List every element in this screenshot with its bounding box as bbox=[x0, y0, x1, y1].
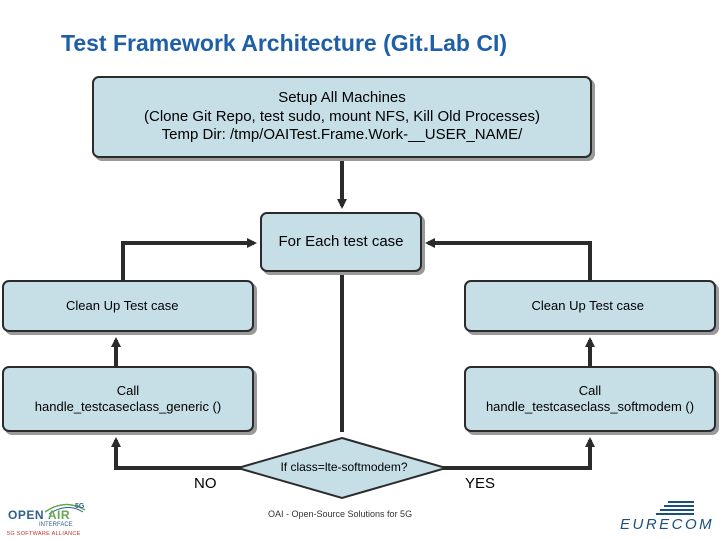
arrow-clean-left-to-foreach bbox=[121, 238, 257, 280]
call-softmodem-line-2: handle_testcaseclass_softmodem () bbox=[485, 399, 695, 414]
yes-branch-label: YES bbox=[465, 475, 496, 492]
decision-label: If class=lte-softmodem? bbox=[280, 460, 408, 474]
no-branch-label: NO bbox=[194, 475, 217, 492]
call-generic-line-2: handle_testcaseclass_generic () bbox=[34, 399, 222, 414]
call-generic-box: Call handle_testcaseclass_generic () bbox=[2, 366, 254, 432]
clean-up-left-box: Clean Up Test case bbox=[2, 280, 254, 332]
setup-machines-box: Setup All Machines (Clone Git Repo, test… bbox=[92, 76, 592, 158]
clean-up-left-label: Clean Up Test case bbox=[66, 297, 179, 313]
call-softmodem-line-1: Call bbox=[578, 382, 602, 398]
arrow-decision-yes bbox=[442, 437, 595, 470]
eurecom-stripes-icon bbox=[656, 501, 694, 515]
arrow-clean-right-to-foreach bbox=[425, 238, 592, 280]
eurecom-logo: EURECOM bbox=[616, 498, 716, 538]
logo-5g-badge: 5G bbox=[75, 503, 85, 510]
eurecom-wordmark: EURECOM bbox=[620, 516, 715, 533]
call-softmodem-box: Call handle_testcaseclass_softmodem () bbox=[464, 366, 716, 432]
clean-up-right-box: Clean Up Test case bbox=[464, 280, 716, 332]
logo-open-air: OPEN AIR bbox=[8, 508, 71, 522]
openairinterface-logo: 5G OPEN AIR INTERFACE 5G SOFTWARE ALLIAN… bbox=[5, 500, 117, 538]
logo-interface: INTERFACE bbox=[39, 522, 73, 528]
for-each-testcase-box: For Each test case bbox=[260, 212, 422, 272]
setup-line-2: (Clone Git Repo, test sudo, mount NFS, K… bbox=[144, 107, 540, 125]
setup-line-3: Temp Dir: /tmp/OAITest.Frame.Work-__USER… bbox=[161, 126, 523, 144]
setup-line-1: Setup All Machines bbox=[278, 88, 406, 106]
decision-diamond bbox=[234, 436, 450, 500]
logo-alliance: 5G SOFTWARE ALLIANCE bbox=[7, 531, 81, 537]
arrow-decision-no bbox=[111, 437, 246, 470]
logo-swoosh-icon bbox=[44, 503, 86, 515]
footer-text: OAI - Open-Source Solutions for 5G bbox=[268, 509, 413, 519]
clean-up-right-label: Clean Up Test case bbox=[531, 297, 645, 313]
for-each-label: For Each test case bbox=[278, 232, 404, 250]
page-title: Test Framework Architecture (Git.Lab CI) bbox=[61, 30, 508, 56]
call-generic-line-1: Call bbox=[116, 382, 140, 398]
